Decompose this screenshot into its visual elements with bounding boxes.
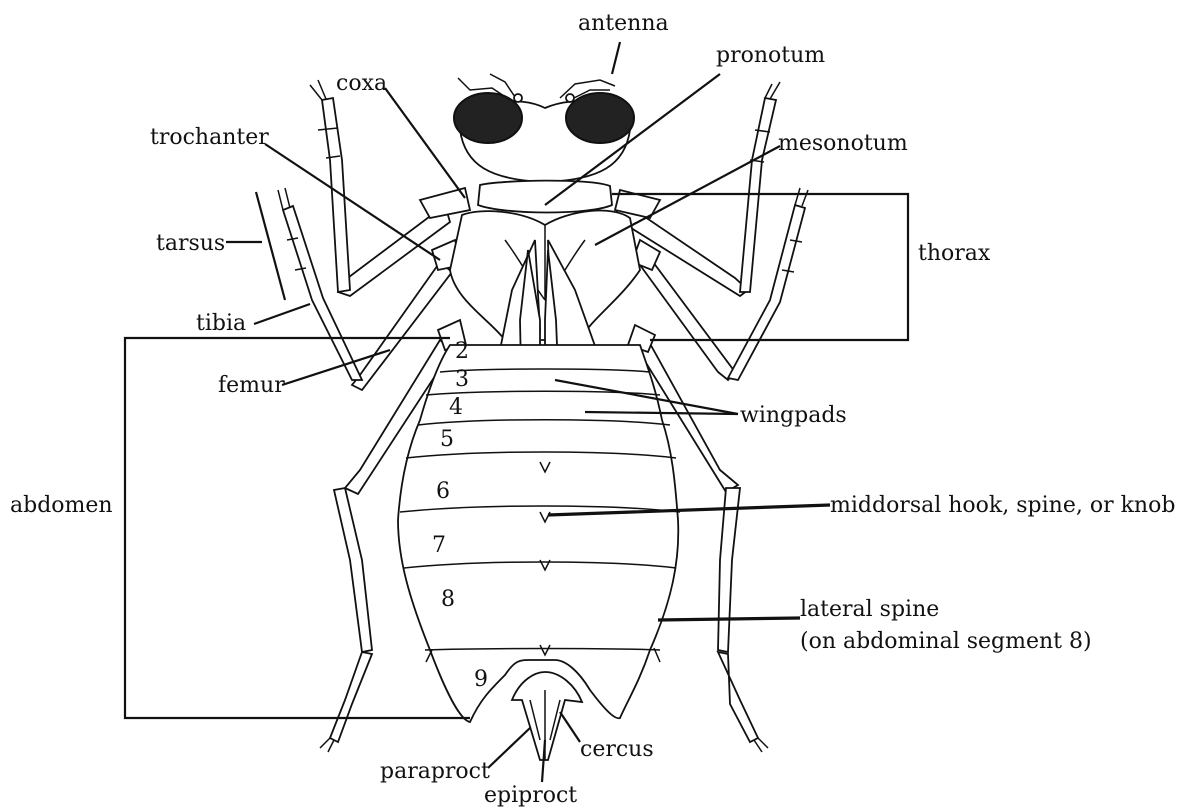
anal-appendages [512, 672, 582, 760]
hind-left-tarsus [330, 652, 372, 742]
label-paraproct: paraproct [380, 759, 490, 784]
leader-tibia [254, 304, 310, 324]
label-epiproct: epiproct [484, 783, 577, 808]
tarsus-bracket [256, 192, 285, 300]
segment-5: 5 [440, 427, 454, 452]
label-middorsal: middorsal hook, spine, or knob [830, 493, 1175, 518]
segment-8: 8 [441, 587, 455, 612]
label-tarsus: tarsus [156, 231, 225, 256]
leader-paraproct [488, 728, 530, 768]
label-coxa: coxa [336, 71, 387, 96]
label-lateral-spine-note: (on abdominal segment 8) [800, 629, 1092, 654]
front-left-tibia [322, 98, 350, 292]
label-cercus: cercus [580, 737, 654, 762]
right-compound-eye [566, 93, 634, 143]
label-antenna: antenna [578, 11, 669, 36]
hind-right-tarsus [718, 652, 758, 742]
leader-lateral-spine [658, 618, 800, 620]
hind-left-tibia [334, 488, 372, 652]
leader-coxa [385, 88, 465, 198]
label-thorax: thorax [918, 241, 991, 266]
segment-7: 7 [432, 533, 446, 558]
label-wingpads: wingpads [740, 403, 847, 428]
label-pronotum: pronotum [716, 43, 825, 68]
pronotum-plate [478, 181, 612, 213]
label-femur: femur [218, 373, 285, 398]
segment-2: 2 [455, 339, 469, 364]
leader-antenna [612, 42, 620, 74]
leader-trochanter [265, 144, 440, 260]
label-lateral-spine: lateral spine [800, 597, 939, 622]
segment-3: 3 [455, 367, 469, 392]
segment-6: 6 [436, 479, 450, 504]
left-compound-eye [454, 93, 522, 143]
label-tibia: tibia [196, 311, 246, 336]
segment-4: 4 [449, 395, 463, 420]
label-mesonotum: mesonotum [778, 131, 908, 156]
leader-cercus [560, 712, 580, 742]
label-abdomen: abdomen [10, 493, 113, 518]
segment-9: 9 [474, 667, 488, 692]
hind-right-tibia [718, 488, 740, 652]
head [454, 74, 634, 182]
label-trochanter: trochanter [150, 125, 269, 150]
